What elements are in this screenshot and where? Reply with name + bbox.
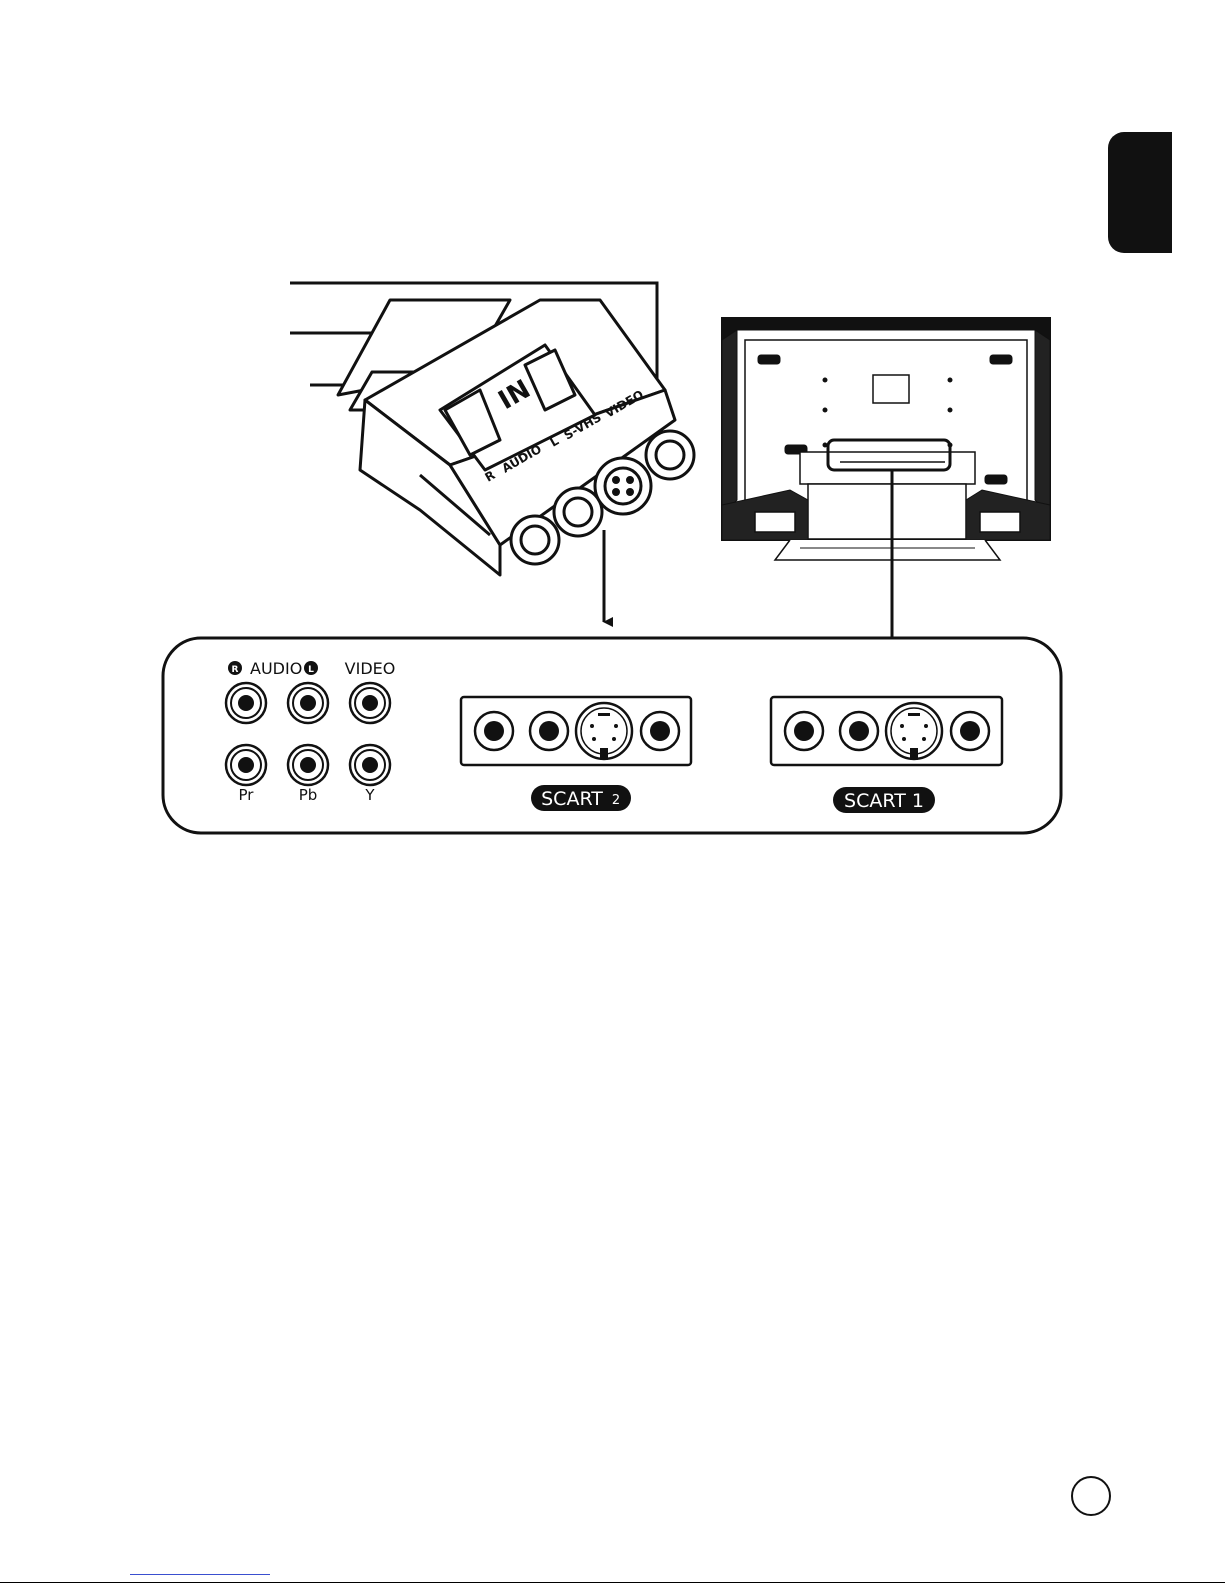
footer-link-underline[interactable] — [130, 1574, 270, 1575]
pb-label: Pb — [299, 786, 318, 804]
jack-video[interactable] — [350, 683, 390, 723]
scart1-pill: SCART 1 — [833, 787, 935, 813]
adapter-jack-svhs — [595, 458, 651, 514]
scart2-connector-group[interactable] — [461, 697, 691, 765]
audio-label: AUDIO — [250, 659, 302, 678]
jack-pr[interactable] — [226, 745, 266, 785]
scart1-jack-1 — [785, 712, 823, 750]
pr-label: Pr — [239, 786, 255, 804]
jack-y[interactable] — [350, 745, 390, 785]
page-number-circle — [1071, 1476, 1111, 1516]
scart2-label: SCART — [541, 788, 603, 810]
video-label: VIDEO — [345, 659, 396, 678]
scart2-jack-1 — [475, 712, 513, 750]
jack-audio-l[interactable] — [288, 683, 328, 723]
scart2-svhs-port — [576, 703, 632, 760]
y-label: Y — [364, 786, 375, 804]
scart1-jack-4 — [951, 712, 989, 750]
scart2-jack-4 — [641, 712, 679, 750]
jack-pb[interactable] — [288, 745, 328, 785]
audio-l-badge: L — [304, 661, 318, 675]
audio-r-badge: R — [228, 661, 242, 675]
svg-text:L: L — [308, 665, 314, 675]
footer-rule — [0, 1582, 1225, 1583]
scart2-jack-2 — [530, 712, 568, 750]
jack-audio-r[interactable] — [226, 683, 266, 723]
scart1-label: SCART 1 — [844, 790, 924, 812]
tv-rear-illustration — [722, 318, 1050, 560]
connection-panel: R AUDIO L VIDEO — [163, 638, 1061, 833]
adapter-jack-l — [554, 488, 602, 536]
scart2-pill: SCART 2 — [531, 785, 631, 811]
scart1-connector-group[interactable] — [771, 697, 1002, 765]
scart1-jack-2 — [840, 712, 878, 750]
scart1-svhs-port — [886, 703, 942, 760]
scart-adapter-illustration — [338, 300, 694, 575]
svg-text:R: R — [232, 665, 239, 675]
scart2-number: 2 — [612, 793, 620, 808]
adapter-jack-r — [511, 516, 559, 564]
adapter-jack-video — [646, 431, 694, 479]
